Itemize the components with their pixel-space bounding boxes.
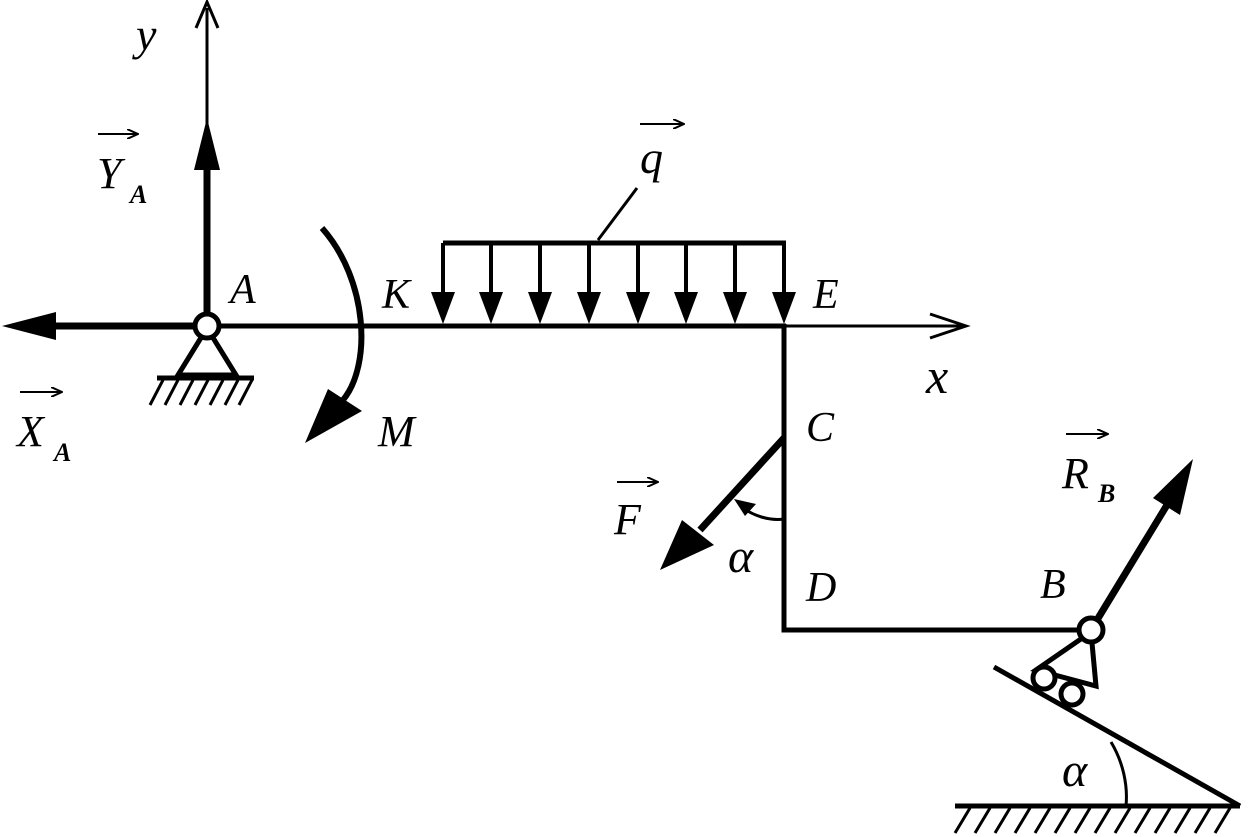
angle-label-f: α [728,530,754,583]
rb-subscript: B [1097,479,1115,508]
point-label-k: K [381,272,412,318]
point-label-d: D [805,565,836,611]
label-q: q [640,124,684,183]
rb-main: R [1061,449,1089,498]
label-f: F [613,482,658,544]
reaction-rb-arrow [1094,459,1193,622]
ya-subscript: A [128,180,147,209]
moment-label: M [377,407,417,456]
xa-subscript: A [52,438,71,467]
angle-label-incline: α [1062,744,1088,797]
force-f-arrow [660,435,787,570]
ya-main: Y [97,149,126,198]
support-b-roller [953,615,1242,834]
q-leader-line [596,187,639,241]
q-main: q [640,132,663,183]
x-axis-label: x [925,348,948,404]
point-label-a: A [227,267,256,313]
point-label-c: C [806,405,835,451]
point-label-b: B [1040,562,1066,608]
xa-main: X [15,407,46,456]
frame [216,323,1085,633]
reaction-ya-arrow [194,118,220,316]
reaction-xa-arrow [2,312,196,340]
distributed-load-q [431,187,796,324]
label-xa: X A [15,392,71,467]
label-rb: R B [1061,434,1115,508]
label-ya: Y A [97,134,147,209]
point-label-e: E [812,272,839,318]
moment-m-arrow [305,226,365,443]
inclined-plane [992,664,1242,809]
y-axis-label: y [132,9,157,60]
angle-arc-f [734,499,785,521]
angle-arc-incline [1109,741,1128,807]
f-main: F [613,495,642,544]
